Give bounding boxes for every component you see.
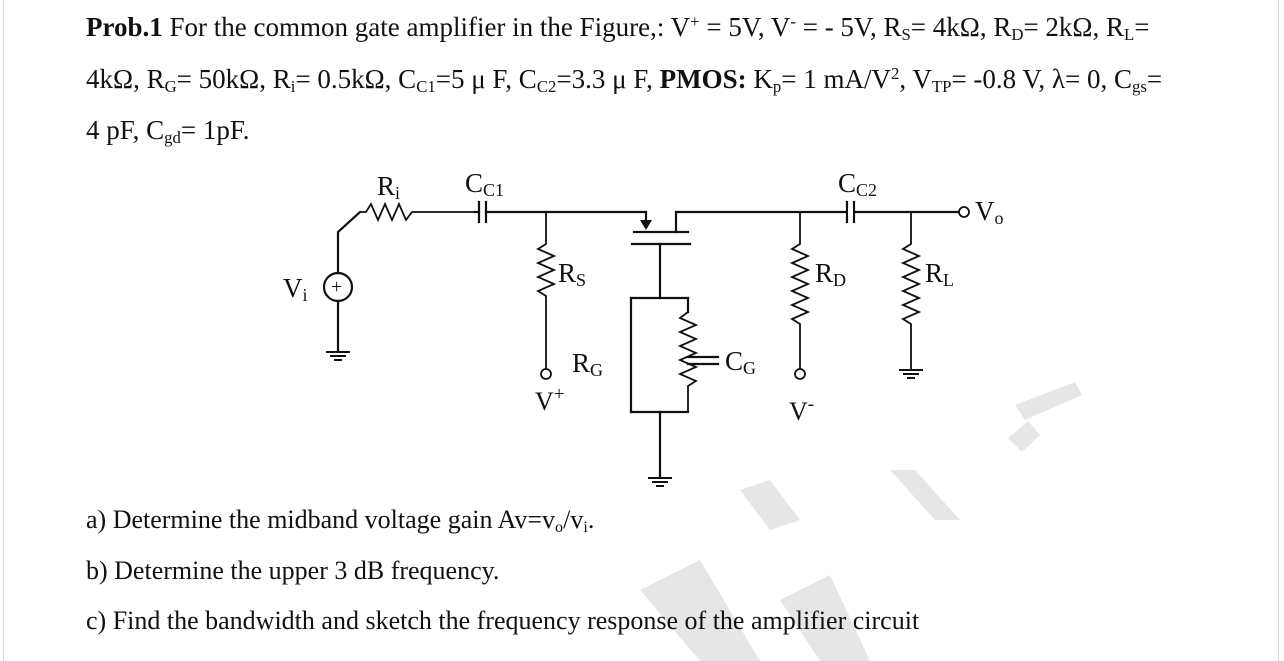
- source-arrow: [640, 220, 652, 230]
- problem-line-3: 4 pF, Cgd= 1pF.: [86, 115, 250, 148]
- problem-line-1: Prob.1 For the common gate amplifier in …: [86, 11, 1150, 45]
- rg-label: RG: [572, 348, 603, 380]
- rs-label: RS: [558, 258, 586, 290]
- rl-resistor: [900, 212, 922, 370]
- ri-resistor: [360, 201, 475, 223]
- left-frame-line: [3, 0, 4, 661]
- rd-label: RD: [815, 258, 846, 290]
- vi-label: Vi: [283, 273, 308, 305]
- vminus-terminal: [794, 368, 806, 380]
- cc1-label: CC1: [465, 168, 504, 200]
- pmos-label: PMOS:: [659, 64, 747, 94]
- rd-resistor: [789, 212, 811, 370]
- question-c: c) Find the bandwidth and sketch the fre…: [86, 606, 920, 635]
- ground-symbol-rl: [899, 369, 923, 379]
- question-a: a) Determine the midband voltage gain Av…: [86, 505, 595, 537]
- right-frame-line: [1278, 0, 1279, 661]
- rl-label: RL: [925, 258, 954, 290]
- vplus-label: V+: [535, 384, 565, 416]
- question-b: b) Determine the upper 3 dB frequency.: [86, 556, 500, 585]
- ground-symbol-vi: [326, 351, 350, 361]
- vo-terminal: [958, 206, 970, 218]
- problem-line-2: 4kΩ, RG= 50kΩ, Ri= 0.5kΩ, CC1=5 μ F, CC2…: [86, 63, 1163, 97]
- vi-source-plus: +: [331, 276, 342, 298]
- cc2-label: CC2: [838, 168, 877, 200]
- problem-label: Prob.1: [86, 12, 163, 42]
- cg-label: CG: [725, 346, 756, 378]
- ri-label: Ri: [377, 171, 400, 203]
- rs-resistor: [535, 212, 557, 370]
- vi-top-wire: [336, 210, 362, 275]
- vminus-label: V-: [789, 394, 814, 426]
- ground-symbol-gate: [648, 477, 672, 487]
- rg-resistor: [677, 311, 699, 412]
- vplus-terminal: [540, 368, 552, 380]
- vo-label: Vo: [975, 196, 1004, 228]
